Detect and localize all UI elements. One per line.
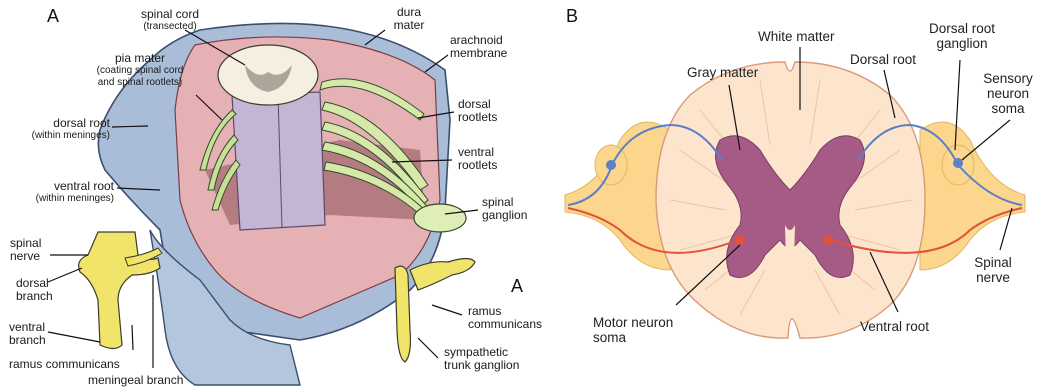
label-spinal-ganglion: spinal ganglion (482, 196, 527, 223)
label-dura-mater: dura mater (384, 6, 434, 33)
motor-soma-left (735, 235, 745, 245)
label-ventral-branch: ventral branch (9, 321, 46, 348)
panel-b-letter: B (566, 6, 578, 27)
label-dorsal-rootlets: dorsal rootlets (458, 98, 497, 125)
label-ramus-communicans-right: ramus communicans (468, 305, 542, 332)
panel-a-corner-letter: A (511, 276, 523, 297)
spinal-ganglion-a (414, 204, 466, 232)
label-ventral-root-a: ventral root (within meninges) (4, 180, 114, 205)
label-spinal-nerve-b: Spinal nerve (963, 256, 1023, 286)
label-spinal-nerve-a: spinal nerve (10, 237, 41, 264)
panel-a-letter: A (47, 6, 59, 27)
sympathetic-trunk-right (395, 266, 410, 362)
label-white-matter: White matter (758, 30, 835, 45)
label-sensory-neuron-soma: Sensory neuron soma (978, 72, 1038, 117)
panel-b-illustration (565, 62, 1025, 338)
motor-soma-right (823, 235, 833, 245)
label-dorsal-root-ganglion: Dorsal root ganglion (922, 22, 1002, 52)
label-ventral-rootlets: ventral rootlets (458, 146, 497, 173)
right-root-sheath (920, 122, 1025, 270)
sensory-soma-left (606, 160, 616, 170)
label-dorsal-root-a: dorsal root (within meninges) (4, 117, 110, 142)
label-arachnoid-membrane: arachnoid membrane (450, 34, 507, 61)
sensory-soma-right (953, 158, 963, 168)
label-pia-mater: pia mater (coating spinal cord and spina… (80, 52, 200, 88)
label-sympathetic-trunk-ganglion: sympathetic trunk ganglion (444, 346, 519, 373)
label-ramus-communicans-left: ramus communicans (9, 358, 120, 371)
label-motor-neuron-soma: Motor neuron soma (593, 316, 673, 346)
label-dorsal-root-b: Dorsal root (850, 53, 916, 68)
spinal-nerve-left (79, 232, 160, 349)
label-gray-matter: Gray matter (687, 66, 758, 81)
left-root-sheath (565, 122, 670, 270)
label-dorsal-branch: dorsal branch (16, 277, 53, 304)
label-ventral-root-b: Ventral root (860, 320, 929, 335)
label-spinal-cord: spinal cord (transected) (120, 8, 220, 33)
label-meningeal-branch: meningeal branch (88, 374, 183, 387)
